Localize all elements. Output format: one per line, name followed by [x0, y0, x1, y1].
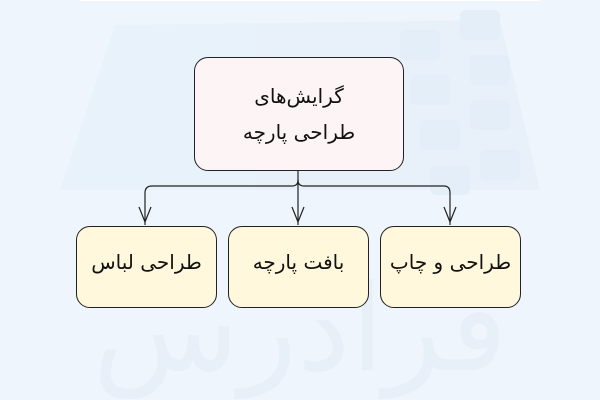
root-node-fabric-design-branches: گرایش‌های طراحی پارچه [194, 57, 404, 171]
child-node-design-and-print: طراحی و چاپ [380, 226, 521, 308]
child-node-label: بافت پارچه [252, 250, 345, 274]
child-node-label: طراحی و چاپ [389, 250, 512, 274]
child-node-fabric-weaving: بافت پارچه [228, 226, 369, 308]
child-node-clothing-design: طراحی لباس [76, 226, 217, 308]
root-node-line1: گرایش‌های [254, 84, 344, 108]
child-node-label: طراحی لباس [91, 250, 202, 274]
root-node-line2: طراحی پارچه [242, 120, 356, 144]
top-edge-line [80, 0, 540, 1]
